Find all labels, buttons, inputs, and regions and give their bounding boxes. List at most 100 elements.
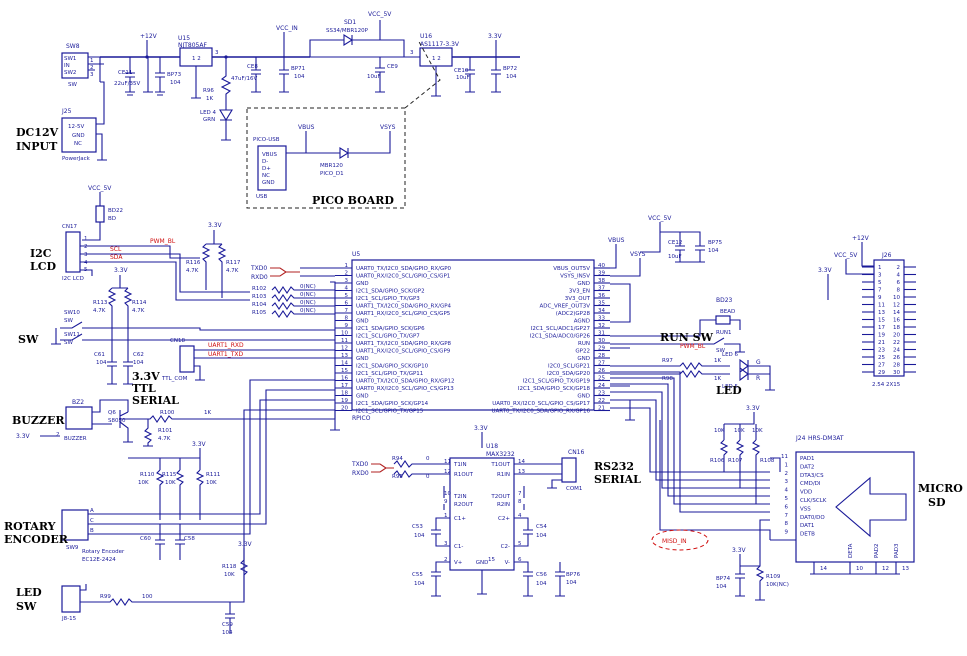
rail-vccin: VCC_IN — [276, 25, 298, 32]
rail-33v-u18: 3.3V — [474, 425, 489, 432]
u9-pin-number: 31 — [598, 331, 605, 337]
led6-ref: LED 6 — [722, 352, 739, 358]
block-dc-label-2: INPUT — [16, 140, 58, 153]
bp72-ref: BP72 — [503, 66, 517, 72]
block-i2c-1: I2C — [30, 247, 52, 260]
j26-pin-number: 17 — [878, 325, 885, 331]
bz2-part: BUZZER — [64, 436, 87, 442]
u9-pin-name: VSYS_IN5V — [560, 274, 590, 280]
r115-ref: R115 — [162, 472, 177, 478]
block-rs232-2: SERIAL — [594, 473, 641, 486]
j26-pin-number: 13 — [878, 310, 885, 316]
bp74-ref: BP74 — [716, 576, 731, 582]
r95-ref: R95 — [392, 474, 403, 480]
u9-pin-number: 23 — [598, 391, 605, 397]
u9-pin-number: 37 — [598, 286, 605, 292]
led-g: G — [756, 359, 761, 366]
j26-pin-number: 8 — [897, 288, 901, 294]
c61-val: 104 — [96, 360, 107, 366]
rotary-section: 3.3V R110 10K R115 10K R111 10K SW9 Rota… — [4, 379, 335, 563]
block-i2c-2: LCD — [30, 260, 56, 273]
bp76-val: 104 — [566, 580, 577, 586]
u9-pin-number: 7 — [345, 308, 349, 314]
j24-pin-name: PAD1 — [800, 456, 814, 462]
sw8-n3: 3 — [90, 72, 94, 78]
u9-part: RPICO — [352, 415, 371, 422]
j26-pin-number: 5 — [878, 280, 882, 286]
j25-part: PowerJack — [62, 156, 91, 162]
j24-pin-number: 4 — [785, 488, 789, 494]
block-microsd-1: MICRO — [918, 482, 963, 495]
r105-ref: R105 — [252, 310, 267, 316]
j24-pin-number: 1 — [785, 462, 789, 468]
rail-33v-sw: 3.3V — [114, 267, 129, 274]
u18-pin-number: 15 — [488, 557, 495, 563]
rail-12v-j26: +12V — [852, 235, 870, 242]
u9-pin-name: UART0_TX/I2C0_SDA/GPIO_RX/GP0 — [356, 266, 452, 272]
u18-ref: U18 — [486, 443, 498, 450]
j26-pin-number: 19 — [878, 333, 885, 339]
u18-pin-name: GND — [476, 560, 489, 566]
usb-pin-vbus: VBUS — [262, 152, 278, 158]
u15-pins: 1 2 — [192, 56, 201, 62]
r111-val: 10K — [206, 480, 217, 486]
u9-pin-name: 3V3_EN — [569, 289, 590, 295]
u9-pin-number: 27 — [598, 361, 605, 367]
ce11-ref: CE11 — [118, 70, 132, 76]
r99-val: 100 — [142, 594, 153, 600]
u9-pin-name: I2C1_SDA/ADC0/GP26 — [530, 334, 591, 340]
net-uart1-txd: UART1_TXD — [208, 351, 243, 358]
j26-pin-number: 22 — [893, 340, 900, 346]
r104-val: 0(NC) — [300, 300, 316, 306]
c59-ref: C59 — [222, 622, 233, 628]
usb-ref: USB — [256, 194, 268, 200]
usb-pin-nc: NC — [262, 173, 270, 179]
net-rxd0: RXD0 — [251, 274, 268, 281]
cn16-part: COM1 — [566, 486, 582, 492]
bz2-buzzer — [65, 406, 93, 430]
sw8-ref: SW8 — [66, 43, 80, 50]
u16-part: AS1117-3.3V — [420, 41, 460, 48]
rail-33v-j26: 3.3V — [818, 267, 833, 274]
r99-ref: R99 — [100, 594, 111, 600]
u18-pin-name: V+ — [454, 560, 463, 566]
j26-body — [873, 259, 905, 377]
c62-ref: C62 — [133, 352, 144, 358]
j24-pin-name: VDD — [800, 490, 812, 496]
ttl-serial-section: CN18 TTL_COM UART1_RXD UART1_TXD 3.3V TT… — [132, 338, 335, 407]
u9-pin-number: 34 — [598, 308, 605, 314]
sw9-pin-c: C — [90, 518, 94, 524]
bp75-ref: BP75 — [708, 240, 723, 246]
u9-pin-name: UART0_TX/I2C0_SDA/GPIO_RX/GP16 — [491, 409, 590, 415]
r115-val: 10K — [165, 480, 176, 486]
net-uart1-rxd: UART1_RXD — [208, 342, 244, 349]
r97-ref: R97 — [662, 358, 673, 364]
u9-pin-number: 20 — [341, 406, 348, 412]
r101-ref: R101 — [158, 428, 172, 434]
u18-pin-name: C2- — [501, 544, 510, 550]
r109-val: 10K(NC) — [766, 582, 789, 588]
mbr120-part: PICO_D1 — [320, 171, 344, 177]
r113-ref: R113 — [93, 300, 108, 306]
u9-pin-name: UART1_RX/I2C0_SCL/GPIO_CS/GP9 — [356, 349, 451, 355]
j8-ref: J8-15 — [61, 616, 77, 622]
j24-pin-number: 11 — [781, 454, 788, 460]
bd23-bead — [715, 315, 731, 325]
r104-ref: R104 — [252, 302, 267, 308]
pico-usb-ref: PICO-USB — [253, 137, 280, 143]
u9-pin-name: I2C1_SDA/GPIO_SCK/GP10 — [356, 364, 429, 370]
u9-pin-name: AGND — [574, 319, 590, 325]
u9-pin-number: 9 — [345, 323, 349, 329]
u18-pin-number: 12 — [444, 469, 451, 475]
net-pwm-bl: PWM_BL — [150, 238, 176, 245]
j24-pin-name: DAT2 — [800, 464, 814, 470]
u9-pin-name: GND — [577, 394, 590, 400]
u18-pin-number: 2 — [444, 557, 448, 563]
r114-val: 4.7K — [132, 308, 145, 314]
r103-ref: R103 — [252, 294, 267, 300]
u9-vsys-label: VSYS — [630, 251, 646, 258]
c60-ref: C60 — [140, 536, 151, 542]
j26-header: +12V VCC_5V 3.3V J26 2.54 2X15 135791113… — [818, 235, 916, 388]
u9-pin-number: 8 — [345, 316, 349, 322]
